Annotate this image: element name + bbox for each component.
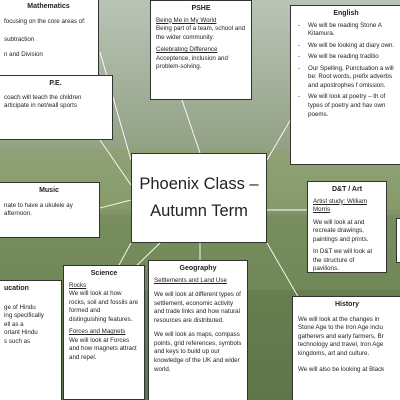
list-item: We will look at poetry – th of types of …	[296, 93, 396, 119]
music-box: Music nate to have a ukulele ay afternoo…	[0, 182, 100, 238]
class-title-box: Phoenix Class – Autumn Term	[131, 153, 267, 243]
dt-art-subheading: Artist study: William Morris	[313, 197, 367, 214]
music-text: nate to have a ukulele ay afternoon.	[4, 201, 73, 218]
pshe-text: Acceptence, inclusion and problem-solvin…	[156, 54, 228, 71]
re-line: s such as	[4, 337, 31, 345]
partial-box	[396, 218, 400, 263]
pshe-box: PSHE Being Me in My World Being part of …	[150, 0, 252, 100]
list-item: We will be reading Stone A Kitamura.	[296, 22, 396, 39]
history-text: We will look at the changes in Stone Age…	[298, 315, 384, 357]
re-line: ell as a	[4, 320, 24, 328]
pe-box: P.E. coach will teach the children artic…	[0, 75, 113, 140]
list-item: We will be reading traditio	[296, 53, 396, 62]
mathematics-title: Mathematics	[27, 3, 70, 10]
geography-box: Geography Settlements and Land Use We wi…	[148, 260, 248, 400]
mathematics-line: n and Division	[4, 50, 43, 58]
mathematics-line: focusing on the core areas of:	[4, 17, 86, 25]
science-subheading: Rocks	[69, 281, 87, 289]
science-box: Science Rocks We will look at how rocks,…	[63, 265, 145, 400]
pshe-title: PSHE	[191, 5, 211, 12]
re-line: ortant Hindu	[4, 329, 38, 337]
music-title: Music	[39, 187, 59, 194]
history-title: History	[334, 301, 360, 308]
history-box: History We will look at the changes in S…	[292, 296, 400, 400]
pe-title: P.E.	[49, 80, 62, 87]
dt-art-text: In D&T we will look at the structure of …	[313, 248, 373, 273]
science-text: We will look at how rocks, soil and foss…	[69, 290, 139, 323]
religious-education-box: ucation ge of Hindu ing specifically ell…	[0, 280, 62, 400]
mathematics-line: subtraction	[4, 36, 35, 44]
re-line: ge of Hindu	[4, 303, 36, 311]
re-line: ing specifically	[4, 312, 44, 320]
geography-subheading: Settlements and Land Use	[154, 276, 227, 284]
english-list: We will be reading Stone A Kitamura. We …	[296, 22, 396, 119]
religious-education-title: ucation	[4, 285, 29, 292]
pshe-subheading: Being Me in My World	[156, 16, 217, 24]
list-item: Our Spelling, Punctuation a will be: Roo…	[296, 65, 396, 91]
pshe-subheading: Celebrating Difference	[156, 46, 218, 54]
class-title-line: Phoenix Class –	[139, 174, 259, 193]
geography-text: We will look at different types of settl…	[154, 291, 241, 324]
history-text: We will also be looking at Black	[298, 366, 385, 374]
science-title: Science	[90, 270, 118, 277]
pshe-text: Being part of a team, school and the wid…	[156, 25, 246, 41]
list-item: We will be looking at diary own.	[296, 42, 396, 51]
english-title: English	[333, 10, 359, 17]
dt-art-box: D&T / Art Artist study: William Morris W…	[307, 181, 387, 273]
dt-art-title: D&T / Art	[331, 186, 363, 193]
english-box: English We will be reading Stone A Kitam…	[290, 5, 400, 165]
class-title-line: Autumn Term	[150, 202, 248, 220]
geography-title: Geography	[179, 265, 217, 272]
geography-text: We will look as maps, compass points, gr…	[154, 331, 242, 373]
science-subheading: Forces and Magnets	[69, 328, 126, 336]
dt-art-text: We will look at and recreate drawings, p…	[313, 218, 369, 243]
science-text: We will look at Forces and how magnets a…	[69, 336, 137, 362]
pe-text: coach will teach the children articipate…	[4, 93, 82, 110]
